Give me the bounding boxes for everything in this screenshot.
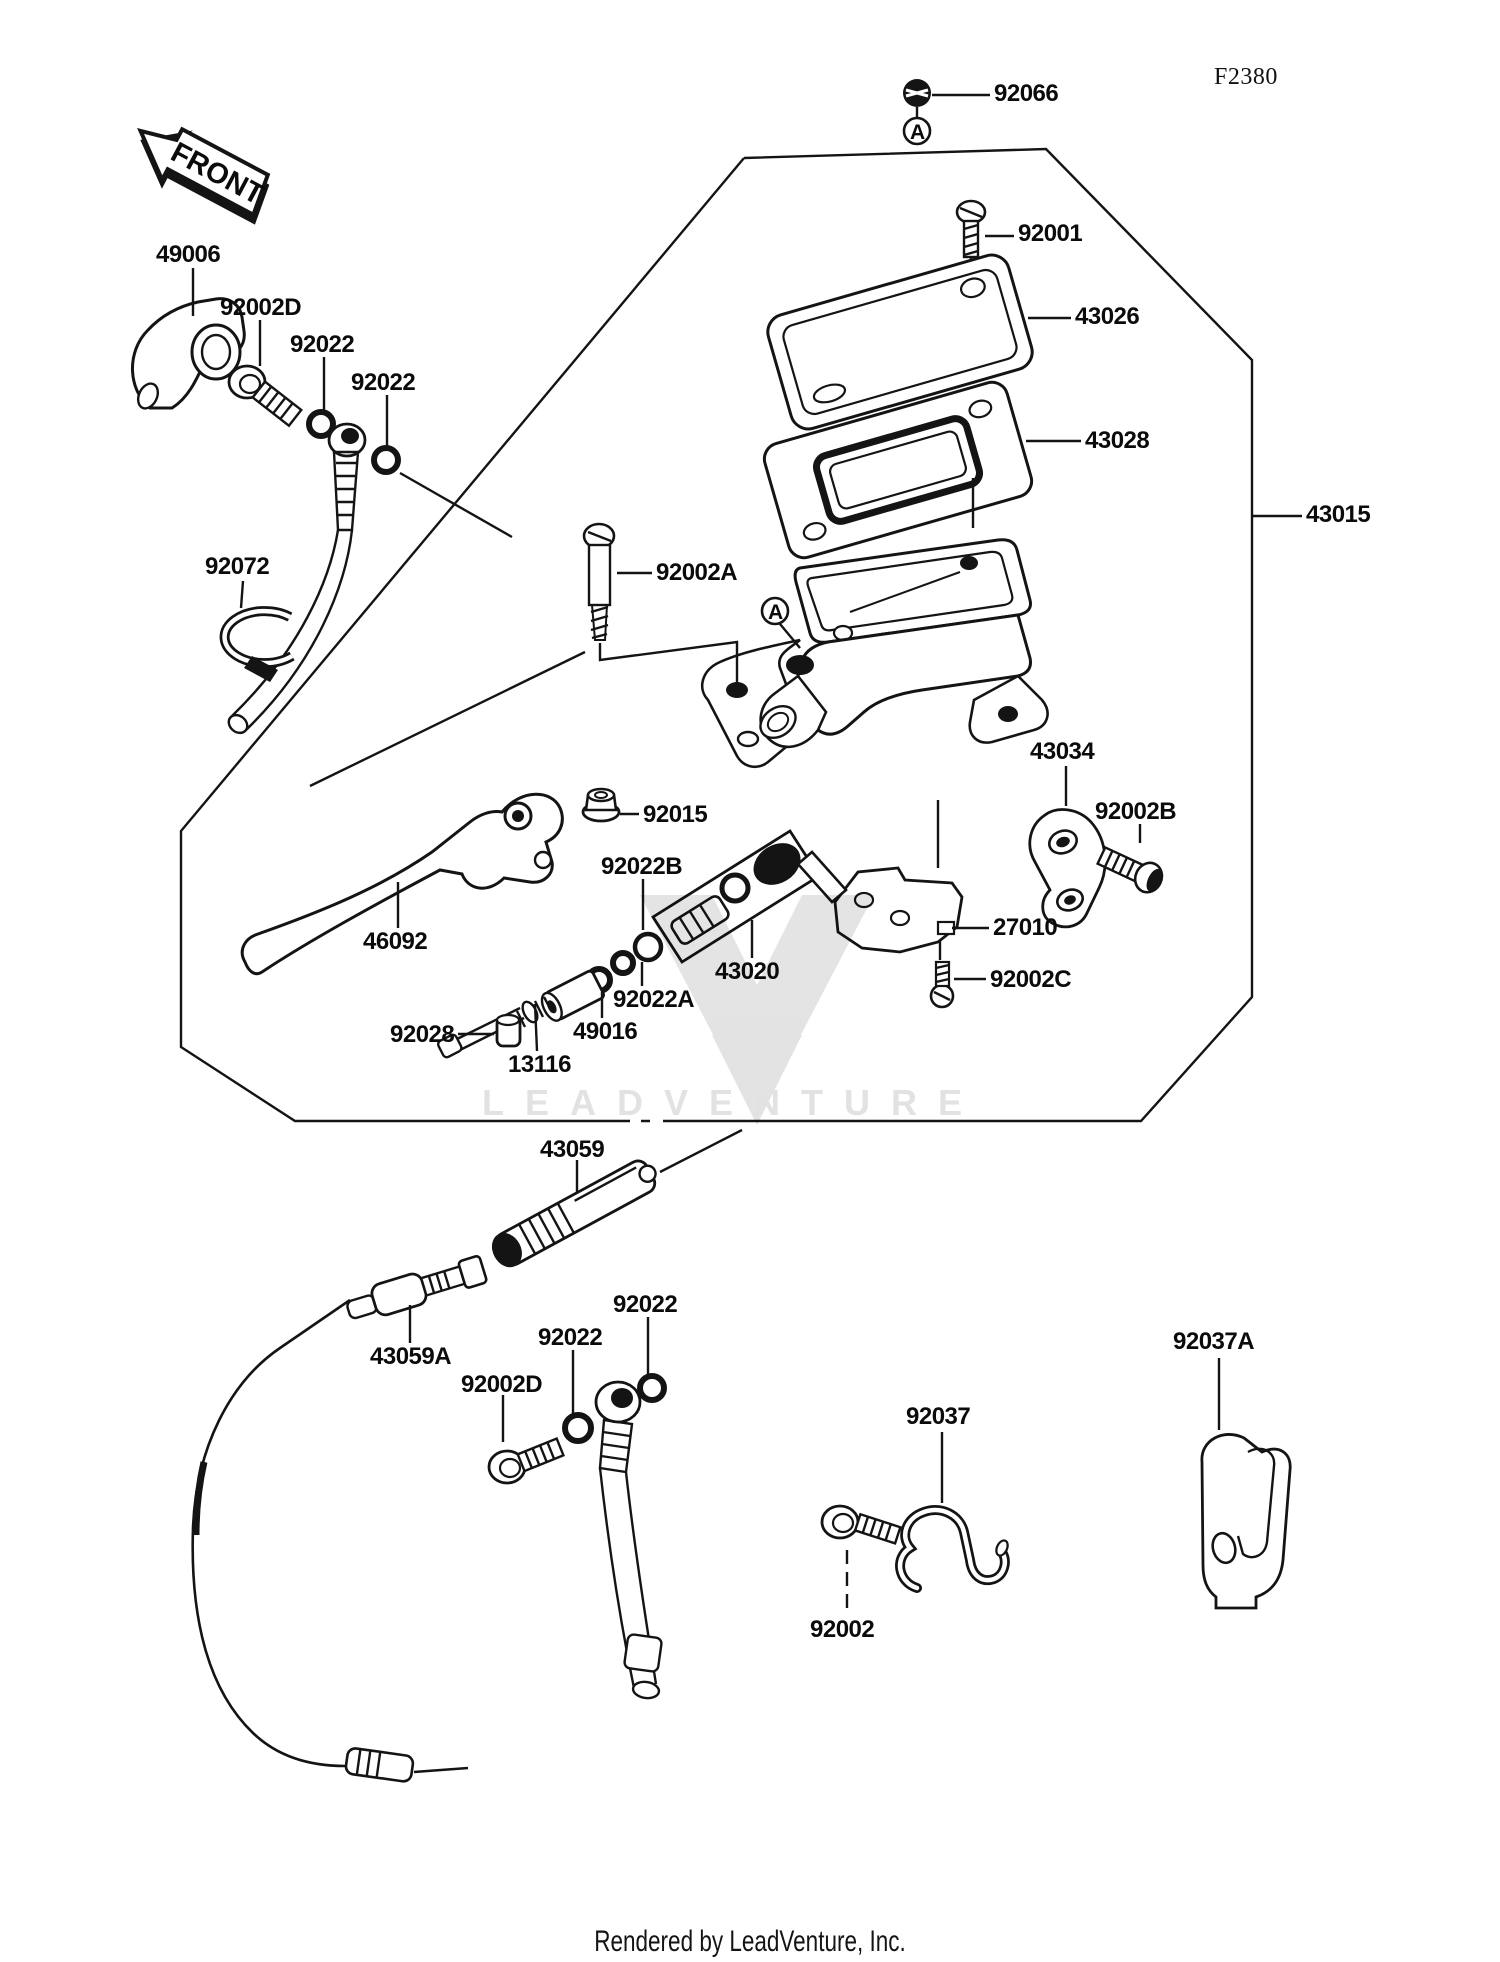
drawing-92015-nut [581, 787, 621, 823]
part-label-13116[interactable]: 13116 [508, 1051, 571, 1078]
drawing-upper-hose [227, 422, 367, 735]
part-label-43026[interactable]: 43026 [1075, 303, 1140, 330]
part-label-92037[interactable]: 92037 [906, 1403, 971, 1430]
drawing-92002A-bolt [582, 522, 739, 683]
drawing-pushrod-parts [436, 879, 664, 1059]
part-label-49016[interactable]: 49016 [573, 1018, 638, 1045]
drawing-92001-screw [955, 199, 987, 291]
drawing-92022-washers-bottom [562, 1317, 667, 1444]
drawing-46092-lever [240, 792, 564, 976]
drawing-43059A-cable [191, 1255, 488, 1783]
drawing-92002D-bolt-bottom [487, 1395, 565, 1485]
drawing-92002-bolt [820, 1504, 902, 1616]
part-label-43028[interactable]: 43028 [1085, 427, 1150, 454]
part-label-27010[interactable]: 27010 [993, 914, 1058, 941]
part-label-43059[interactable]: 43059 [540, 1136, 605, 1163]
drawing-92002C-screw [929, 960, 955, 1009]
drawing-lower-hose [594, 1380, 663, 1700]
part-label-92022[interactable]: 92022 [538, 1324, 603, 1351]
leader-92072 [239, 580, 245, 609]
leader-lines [191, 93, 1302, 981]
part-label-92002B[interactable]: 92002B [1095, 798, 1177, 825]
drawing-92002B-bolt [1096, 824, 1164, 894]
construction-line [309, 650, 586, 788]
part-label-92015[interactable]: 92015 [643, 801, 708, 828]
drawing-92028-cap [495, 1013, 522, 1048]
front-arrow: FRONT [137, 126, 271, 225]
drawing-49006-elbow [131, 297, 246, 410]
drawing-92066-plug [903, 79, 931, 118]
svg-text:A: A [910, 121, 925, 144]
part-label-43020[interactable]: 43020 [715, 958, 780, 985]
part-label-92072[interactable]: 92072 [205, 553, 270, 580]
drawing-43034-clamp [1028, 766, 1107, 929]
part-label-92022[interactable]: 92022 [351, 369, 416, 396]
part-label-92002C[interactable]: 92002C [990, 966, 1072, 993]
drawing-92002D-bolt-top [227, 364, 303, 428]
footer-credit: Rendered by LeadVenture, Inc. [594, 1925, 906, 1958]
part-label-92022A[interactable]: 92022A [613, 986, 695, 1013]
diagram-code: F2380 [1214, 64, 1278, 90]
part-label-43034[interactable]: 43034 [1030, 738, 1095, 765]
drawing-92037A-clip [1200, 1358, 1292, 1610]
part-label-92022[interactable]: 92022 [613, 1291, 678, 1318]
part-label-92028[interactable]: 92028 [390, 1021, 455, 1048]
assembly-boundary [179, 147, 1254, 1123]
part-label-92022B[interactable]: 92022B [601, 853, 683, 880]
drawing-43059-cable [491, 1128, 743, 1268]
drawing-27010-switch [796, 850, 964, 960]
part-label-92022[interactable]: 92022 [290, 331, 355, 358]
drawing-92037-hook [895, 1432, 1010, 1593]
drawing-92022-washers-top [306, 409, 513, 539]
part-label-43059A[interactable]: 43059A [370, 1343, 452, 1370]
marker-a-body: A [760, 596, 801, 649]
part-label-46092[interactable]: 46092 [363, 928, 428, 955]
part-label-92002D[interactable]: 92002D [461, 1371, 543, 1398]
marker-a-top: A [902, 116, 932, 146]
drawing-43028-gasket [762, 380, 1034, 560]
drawing-master-cylinder-body [700, 538, 1049, 868]
part-label-92002A[interactable]: 92002A [656, 559, 738, 586]
part-label-92037A[interactable]: 92037A [1173, 1328, 1255, 1355]
part-label-49006[interactable]: 49006 [156, 241, 221, 268]
svg-text:A: A [768, 601, 783, 624]
drawing-92072-clamp [219, 606, 295, 682]
drawing-43026-cap [766, 253, 1034, 431]
part-label-92066[interactable]: 92066 [994, 80, 1059, 107]
part-label-92002D[interactable]: 92002D [220, 294, 302, 321]
part-label-92002[interactable]: 92002 [810, 1616, 875, 1643]
watermark-text: LEADVENTURE [482, 1082, 984, 1123]
part-label-43015[interactable]: 43015 [1306, 501, 1371, 528]
watermark-logo [640, 895, 874, 1125]
part-label-92001[interactable]: 92001 [1018, 220, 1083, 247]
